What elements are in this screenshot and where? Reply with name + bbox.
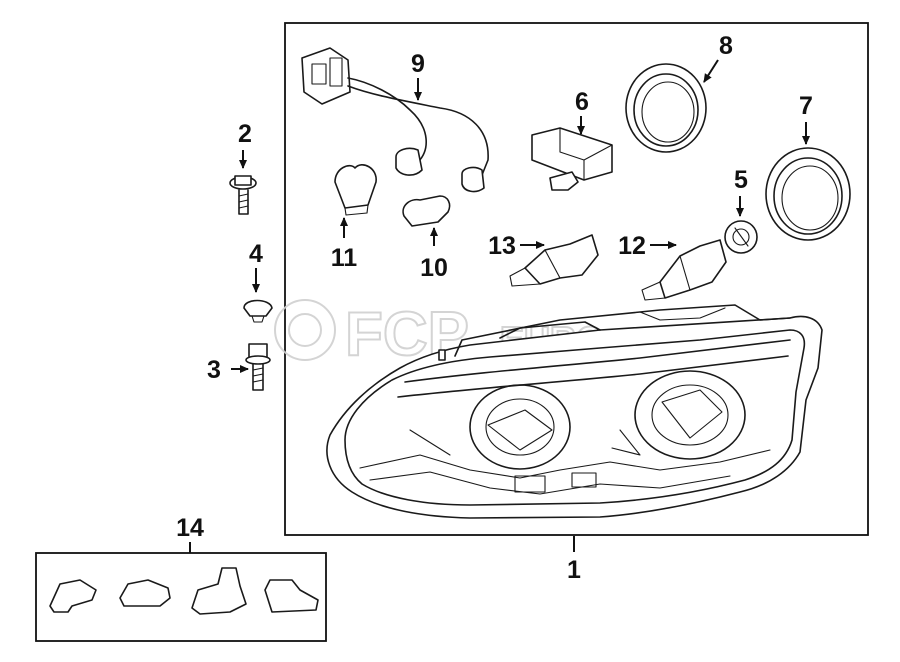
callout-10: 10 — [420, 254, 448, 282]
callout-4: 4 — [249, 240, 263, 268]
seal-ring-7 — [765, 147, 851, 241]
kit-frame — [35, 552, 327, 642]
callout-13: 13 — [488, 232, 516, 260]
bulb-11 — [334, 164, 377, 216]
callout-8: 8 — [719, 32, 733, 60]
kit-pieces — [49, 567, 319, 615]
actuator — [531, 127, 613, 191]
callout-1: 1 — [567, 556, 581, 584]
bulb-12 — [641, 239, 727, 301]
seal-ring-8 — [625, 63, 707, 153]
screw-2 — [229, 175, 257, 215]
callout-7: 7 — [799, 92, 813, 120]
headlamp-assembly — [326, 304, 823, 519]
bulb-10 — [402, 195, 451, 227]
callout-labels: 1 2 3 4 5 6 7 8 9 10 11 12 13 14 — [176, 32, 813, 584]
callout-5: 5 — [734, 166, 748, 194]
bulb-socket-5 — [724, 220, 758, 254]
wiring-harness — [301, 47, 489, 193]
callout-6: 6 — [575, 88, 589, 116]
callout-9: 9 — [411, 50, 425, 78]
callout-14: 14 — [176, 514, 204, 542]
callout-arrows — [189, 59, 810, 553]
callout-3: 3 — [207, 356, 221, 384]
callout-2: 2 — [238, 120, 252, 148]
clip-4 — [243, 299, 273, 323]
bulb-13 — [509, 234, 599, 287]
bolt-3 — [245, 343, 271, 391]
callout-12: 12 — [618, 232, 646, 260]
callout-11: 11 — [331, 244, 358, 272]
headlamp-frame — [284, 22, 869, 536]
